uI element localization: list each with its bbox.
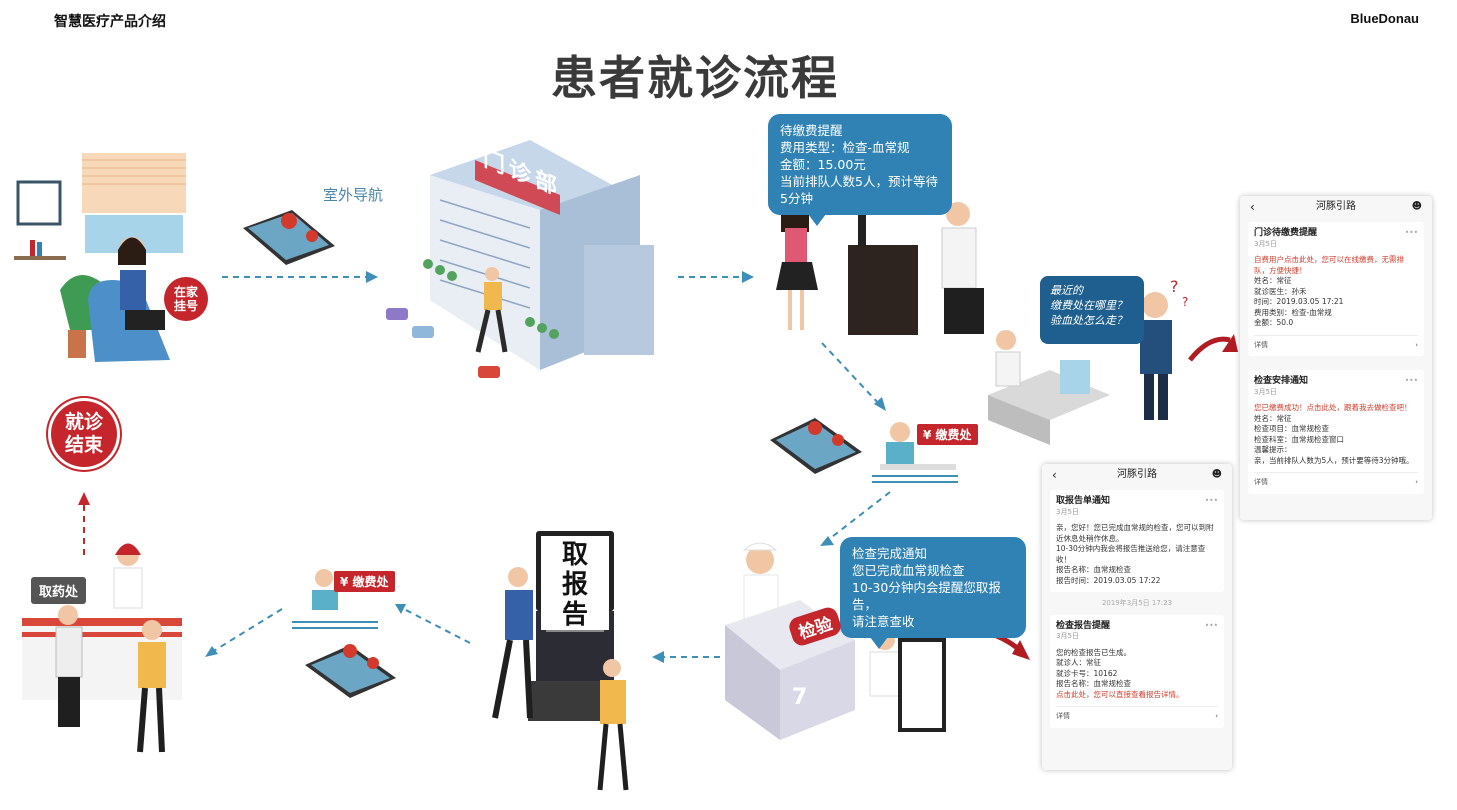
chevron-right-icon: › bbox=[1415, 478, 1418, 486]
bubble-line: 验血处怎么走？ bbox=[1050, 314, 1127, 327]
card-line: 姓名：常征 bbox=[1254, 413, 1292, 423]
payment-counter-sign: ¥ 缴费处 bbox=[917, 424, 978, 445]
card-line: 检查科室：血常规检查窗口 bbox=[1254, 434, 1344, 444]
bubble-line: 最近的 bbox=[1050, 284, 1083, 297]
kiosk-char: 取 bbox=[561, 540, 588, 570]
card-line: 就诊人：常征 bbox=[1056, 658, 1101, 667]
card-line: 温馨提示： bbox=[1254, 445, 1292, 454]
card-title: 取报告单通知 bbox=[1056, 496, 1111, 506]
back-icon[interactable]: ‹ bbox=[1052, 467, 1057, 482]
header-product-title: 智慧医疗产品介绍 bbox=[54, 14, 166, 30]
page-title: 患者就诊流程 bbox=[551, 51, 839, 105]
bubble-line: 金额：15.00元 bbox=[780, 157, 866, 172]
phone-topbar: ‹ 河豚引路 ☻ bbox=[1240, 196, 1432, 218]
card-line: 时间：2019.03.05 17:21 bbox=[1254, 297, 1344, 306]
detail-label: 详情 bbox=[1254, 340, 1268, 349]
chevron-right-icon: › bbox=[1415, 340, 1418, 349]
flow-arrows bbox=[211, 276, 891, 658]
more-icon[interactable]: ••• bbox=[1404, 376, 1418, 385]
exam-done-bubble: 检查完成通知 您已完成血常规检查 10-30分钟内会提醒您取报告， 请注意查收 bbox=[840, 537, 1026, 649]
notification-card[interactable]: ••• 门诊待缴费提醒 3月5日 自费用户点击此处，您可以在线缴费，无需排队，方… bbox=[1248, 222, 1424, 356]
chevron-right-icon: › bbox=[1215, 712, 1218, 720]
phone-topbar: ‹ 河豚引路 ☻ bbox=[1042, 464, 1232, 486]
more-icon[interactable]: ••• bbox=[1204, 496, 1218, 505]
user-icon[interactable]: ☻ bbox=[1411, 200, 1422, 212]
bubble-line: 当前排队人数5人，预计等待5分钟 bbox=[780, 174, 938, 206]
notification-card[interactable]: ••• 检查安排通知 3月5日 您已缴费成功！点击此处，跟着我去做检查吧！ 姓名… bbox=[1248, 370, 1424, 494]
pharmacy-sign: 取药处 bbox=[31, 577, 87, 604]
more-icon[interactable]: ••• bbox=[1404, 228, 1418, 237]
bubble-line: 您已完成血常规检查 bbox=[852, 563, 965, 578]
phone-notification-screen-2: ‹ 河豚引路 ☻ ••• 取报告单通知 3月5日 亲，您好！您已完成血常规的检查… bbox=[1042, 464, 1232, 770]
card-line: 费用类别：检查-血常规 bbox=[1254, 307, 1332, 317]
card-action-text[interactable]: 自费用户点击此处，您可以在线缴费，无需排队，方便快捷！ bbox=[1254, 255, 1404, 275]
payment-counter-label: 缴费处 bbox=[935, 428, 972, 442]
card-line: 亲，当前排队人数为5人，预计要等待3分钟哦。 bbox=[1254, 455, 1414, 465]
card-title: 门诊待缴费提醒 bbox=[1254, 228, 1318, 238]
card-date: 3月5日 bbox=[1056, 632, 1079, 640]
notification-card[interactable]: ••• 检查报告提醒 3月5日 您的检查报告已生成。 就诊人：常征 就诊卡号：1… bbox=[1050, 614, 1224, 728]
visit-end-badge: 就诊结束 bbox=[51, 401, 117, 467]
card-line: 姓名：常征 bbox=[1254, 276, 1292, 285]
card-title: 检查报告提醒 bbox=[1056, 620, 1111, 631]
timestamp-separator: 2019年3月5日 17:23 bbox=[1101, 599, 1173, 607]
bubble-line: 待缴费提醒 bbox=[780, 123, 843, 138]
payment-counter-label: 缴费处 bbox=[352, 575, 389, 589]
card-line: 亲，您好！您已完成血常规的检查，您可以到附近休息处稍作休息。 bbox=[1056, 523, 1214, 543]
bubble-line: 请注意查收 bbox=[852, 614, 915, 629]
home-register-line1: 在家 bbox=[173, 285, 198, 299]
notification-card[interactable]: ••• 取报告单通知 3月5日 亲，您好！您已完成血常规的检查，您可以到附近休息… bbox=[1050, 490, 1224, 592]
svg-text:?: ? bbox=[1170, 277, 1179, 296]
payment-reminder-bubble: 待缴费提醒 费用类型：检查-血常规 金额：15.00元 当前排队人数5人，预计等… bbox=[768, 114, 952, 226]
card-action-text[interactable]: 您已缴费成功！点击此处，跟着我去做检查吧！ bbox=[1254, 403, 1412, 412]
card-date: 3月5日 bbox=[1254, 387, 1277, 396]
phone-app-title: 河豚引路 bbox=[1117, 468, 1157, 480]
card-line: 报告名称：血常规检查 bbox=[1056, 679, 1131, 688]
payment-counter-sign-2: ¥ 缴费处 bbox=[334, 571, 395, 592]
phone-notification-screen-1: ‹ 河豚引路 ☻ ••• 门诊待缴费提醒 3月5日 自费用户点击此处，您可以在线… bbox=[1240, 196, 1432, 520]
end-line1: 就诊 bbox=[64, 411, 103, 433]
report-kiosk-screen[interactable]: 取 报 告 bbox=[541, 540, 609, 630]
bubble-line: 费用类型：检查-血常规 bbox=[780, 140, 910, 155]
home-register-badge: 在家挂号 bbox=[164, 277, 208, 321]
card-title: 检查安排通知 bbox=[1254, 376, 1309, 386]
card-action-text[interactable]: 点击此处，您可以直接查看报告详情。 bbox=[1056, 689, 1184, 699]
card-line: 就诊医生：孙禾 bbox=[1254, 286, 1307, 296]
header-brand: BlueDonau bbox=[1350, 11, 1419, 26]
card-date: 3月5日 bbox=[1254, 239, 1277, 248]
card-line: 就诊卡号：10162 bbox=[1056, 668, 1118, 678]
end-line2: 结束 bbox=[64, 434, 103, 456]
confused-question-bubble: 最近的 缴费处在哪里？ 验血处怎么走？ bbox=[1040, 276, 1144, 344]
card-detail-link[interactable]: 详情 › bbox=[1254, 334, 1418, 351]
outdoor-nav-label: 室外导航 bbox=[323, 186, 384, 204]
card-detail-link[interactable]: 详情 › bbox=[1056, 706, 1218, 722]
card-line: 报告时间：2019.03.05 17:22 bbox=[1056, 575, 1161, 585]
more-icon[interactable]: ••• bbox=[1204, 620, 1218, 630]
bubble-line: 缴费处在哪里？ bbox=[1050, 299, 1127, 312]
user-icon[interactable]: ☻ bbox=[1211, 468, 1222, 480]
detail-label: 详情 bbox=[1254, 478, 1268, 486]
card-detail-link[interactable]: 详情 › bbox=[1254, 472, 1418, 488]
card-line: 金额：50.0 bbox=[1254, 318, 1294, 327]
bubble-line: 检查完成通知 bbox=[852, 546, 928, 561]
card-line: 您的检查报告已生成。 bbox=[1056, 647, 1131, 657]
kiosk-char: 告 bbox=[561, 600, 588, 630]
detail-label: 详情 bbox=[1056, 712, 1070, 720]
card-line: 检查项目：血常规检查 bbox=[1254, 424, 1329, 433]
home-register-line2: 挂号 bbox=[173, 299, 198, 313]
card-line: 报告名称：血常规检查 bbox=[1056, 565, 1131, 574]
svg-text:?: ? bbox=[1182, 295, 1188, 309]
bubble-line: 10-30分钟内会提醒您取报告， bbox=[852, 580, 1001, 612]
kiosk-char: 报 bbox=[561, 570, 588, 600]
back-icon[interactable]: ‹ bbox=[1250, 199, 1255, 214]
phone-app-title: 河豚引路 bbox=[1316, 200, 1356, 212]
lab-window-number: 7 bbox=[792, 685, 808, 710]
card-line: 10-30分钟内我会将报告推送给您，请注意查收！ bbox=[1056, 544, 1206, 564]
card-date: 3月5日 bbox=[1056, 507, 1079, 516]
